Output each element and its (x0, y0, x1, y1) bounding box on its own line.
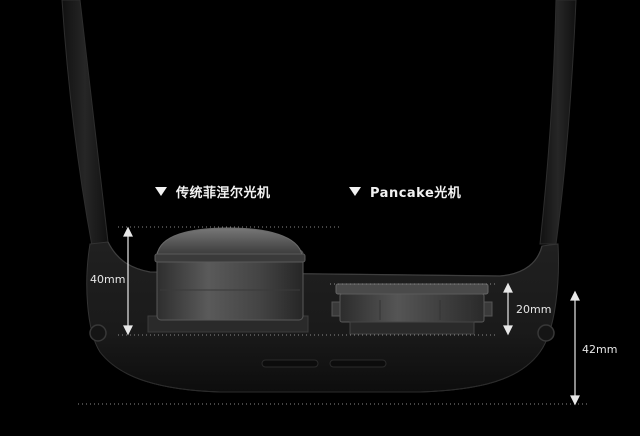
left-button-icon (89, 324, 107, 342)
triangle-down-icon (349, 187, 361, 196)
vent-left (261, 359, 319, 368)
headset-height-label: 42mm (582, 343, 618, 356)
fresnel-height-label: 40mm (90, 273, 126, 286)
pancake-height-label: 20mm (516, 303, 552, 316)
pancake-height-arrow (503, 282, 513, 336)
dotted-guides (78, 226, 590, 405)
pancake-label: Pancake光机 (349, 182, 461, 201)
headset-shell (61, 0, 577, 393)
fresnel-height-arrow (123, 226, 133, 336)
pancake-label-text: Pancake光机 (370, 186, 462, 201)
right-button-icon (537, 324, 555, 342)
triangle-down-icon (155, 187, 167, 196)
fresnel-label-text: 传统菲涅尔光机 (176, 186, 271, 201)
pancake-lens-module (331, 283, 493, 335)
fresnel-lens-module (147, 227, 309, 333)
vent-right (329, 359, 387, 368)
fresnel-label: 传统菲涅尔光机 (155, 182, 271, 201)
headset-height-arrow (570, 290, 580, 406)
